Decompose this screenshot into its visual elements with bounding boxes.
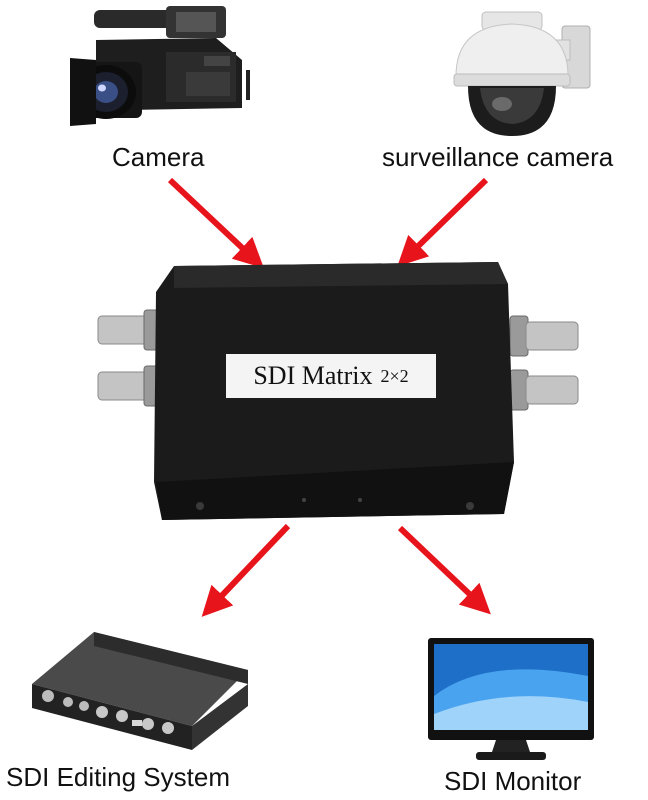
camcorder-icon: [66, 0, 252, 136]
editing-system-label: SDI Editing System: [6, 762, 230, 792]
editing-system-icon: [22, 628, 252, 756]
monitor-icon: [426, 636, 596, 764]
arrow-surveillance-to-matrix: [397, 177, 489, 267]
arrow-matrix-to-monitor: [397, 525, 491, 615]
bnc-output-connectors: [509, 315, 579, 411]
sdi-matrix-box: SDI Matrix 2×2: [90, 262, 580, 524]
arrow-matrix-to-editing: [201, 523, 291, 617]
camera-label: Camera: [112, 142, 205, 172]
bnc-input-connectors: [97, 309, 163, 407]
arrow-camera-to-matrix: [167, 177, 264, 269]
matrix-size-label: 2×2: [380, 365, 409, 386]
surveillance-camera-label: surveillance camera: [382, 142, 614, 172]
monitor-label: SDI Monitor: [444, 766, 582, 796]
dome-camera-icon: [444, 4, 596, 140]
matrix-label: SDI Matrix: [253, 361, 373, 390]
